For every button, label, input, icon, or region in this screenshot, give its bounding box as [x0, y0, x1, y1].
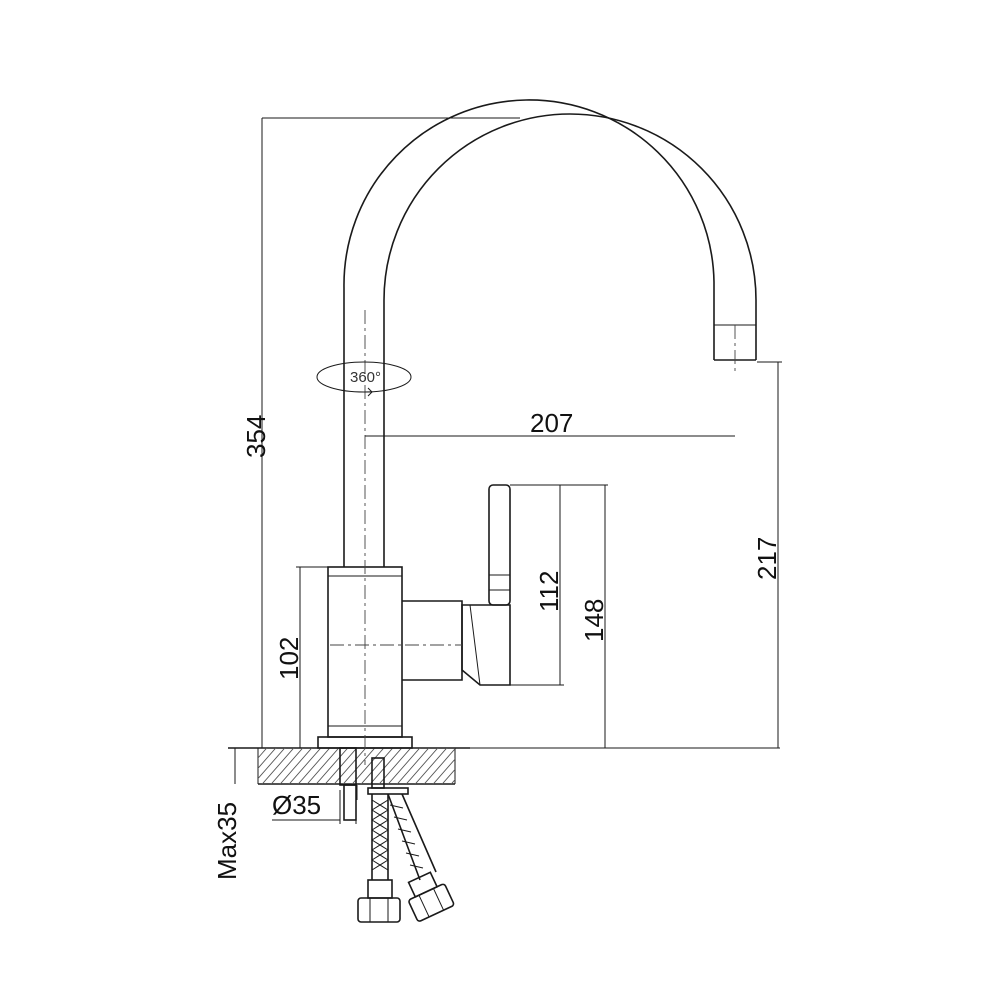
hatch-line	[423, 748, 455, 784]
spout	[343, 99, 757, 567]
hatch-line	[306, 748, 340, 784]
dim-spout-reach: 207	[530, 408, 573, 438]
dim-body-height: 102	[274, 637, 304, 680]
hatch-line	[258, 748, 268, 759]
dim-max-countertop: Max35	[212, 802, 242, 880]
faucet-body	[317, 566, 463, 749]
hatch-line	[432, 758, 455, 784]
supply-hoses	[339, 747, 455, 923]
hatch-line	[324, 748, 358, 784]
hatch-line	[491, 742, 533, 790]
center-lines	[330, 310, 736, 765]
dim-total-height: 354	[241, 415, 271, 458]
lever-handle	[461, 484, 511, 686]
hatch-line	[441, 768, 455, 784]
hatch-line	[360, 748, 394, 784]
hatch-line	[315, 748, 349, 784]
hatch-line	[464, 742, 506, 790]
dim-handle-height: 112	[534, 571, 564, 612]
hatch-line	[333, 748, 367, 784]
dimension-lines	[234, 117, 782, 824]
hatch-line	[378, 748, 412, 784]
countertop-hatching	[258, 742, 533, 790]
hatch-line	[270, 748, 304, 784]
hatch-line	[450, 779, 455, 784]
hatch-line	[258, 748, 277, 769]
dim-handle-top-height: 148	[579, 599, 609, 642]
hatch-line	[351, 748, 385, 784]
dim-outlet-height: 217	[752, 537, 782, 580]
rotation-label: 360°	[350, 369, 381, 386]
hatch-line	[414, 748, 448, 784]
hatch-line	[473, 742, 515, 790]
hatch-line	[482, 742, 524, 790]
dim-hole-diameter: Ø35	[272, 790, 321, 820]
countertop	[228, 742, 780, 790]
hatch-line	[342, 748, 376, 784]
hatch-line	[455, 742, 497, 790]
hatch-line	[288, 748, 322, 784]
hatch-line	[396, 748, 430, 784]
hatch-line	[387, 748, 421, 784]
rotation-indicator: 360°	[316, 361, 412, 397]
hatch-line	[297, 748, 331, 784]
hatch-line	[261, 748, 295, 784]
hatch-line	[279, 748, 313, 784]
hatch-line	[405, 748, 439, 784]
hatch-line	[258, 748, 286, 780]
